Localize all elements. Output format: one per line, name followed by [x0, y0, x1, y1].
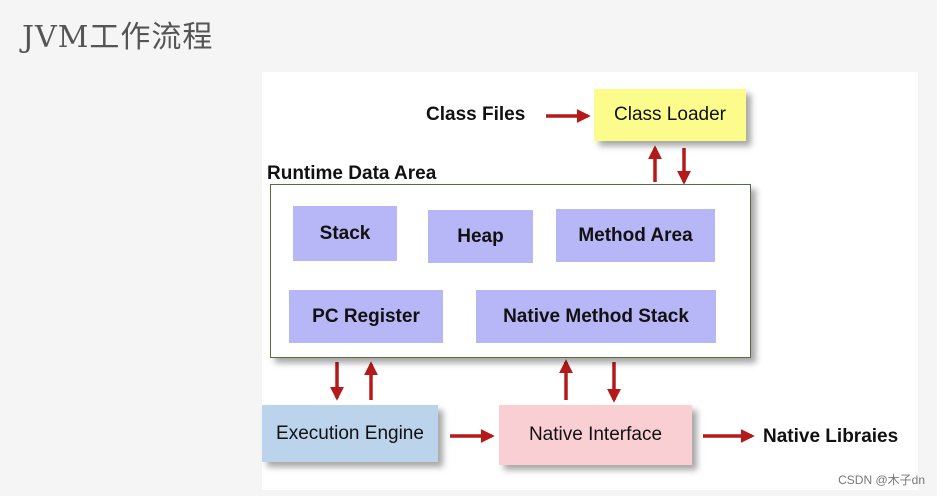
page-title: JVM工作流程 [22, 20, 214, 55]
native-libraries-label: Native Libraies [763, 426, 899, 447]
method-area-box: Method Area [556, 209, 715, 262]
heap-box: Heap [428, 210, 533, 263]
runtime-data-area-label: Runtime Data Area [267, 163, 437, 184]
class-loader-box: Class Loader [594, 89, 746, 141]
execution-engine-box: Execution Engine [262, 405, 438, 462]
pc-register-box: PC Register [289, 290, 443, 343]
native-interface-box: Native Interface [499, 405, 692, 465]
class-files-label: Class Files [426, 104, 526, 125]
native-method-stack-box: Native Method Stack [476, 290, 716, 343]
watermark: CSDN @木子dn [838, 473, 925, 487]
stack-box: Stack [293, 206, 397, 261]
